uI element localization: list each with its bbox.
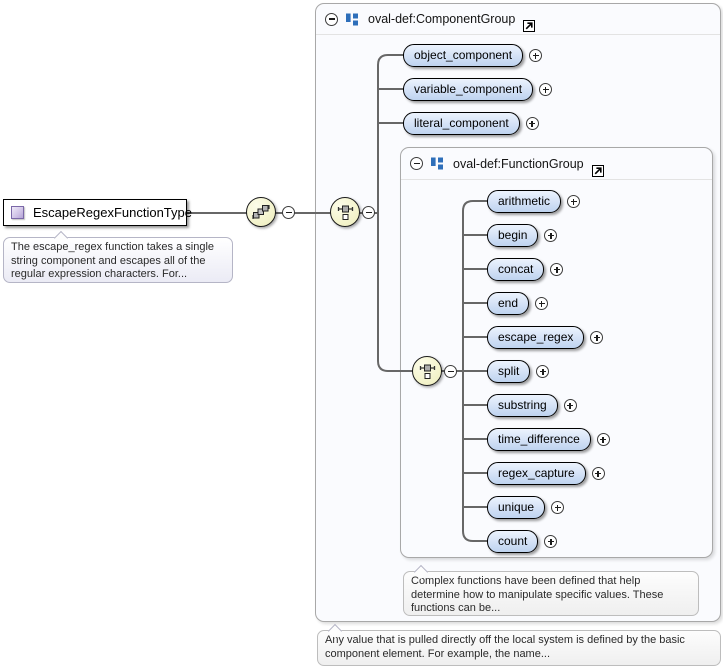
element-row: regex_capture [487, 462, 605, 485]
collapse-icon[interactable] [444, 365, 457, 378]
element-variable-component[interactable]: variable_component [403, 78, 534, 101]
arrow-up-right-icon [525, 22, 533, 30]
element-count[interactable]: count [487, 530, 539, 553]
component-group-header: oval-def:ComponentGroup [316, 4, 720, 35]
element-arithmetic[interactable]: arithmetic [487, 190, 562, 213]
element-row: unique [487, 496, 565, 519]
element-row: variable_component [403, 78, 553, 101]
element-row: split [487, 360, 550, 383]
expand-icon[interactable] [529, 49, 543, 62]
element-escape-regex[interactable]: escape_regex [487, 326, 585, 349]
expand-icon[interactable] [544, 229, 558, 242]
sequence-icon [252, 205, 270, 219]
element-split[interactable]: split [487, 360, 531, 383]
element-row: end [487, 292, 549, 315]
function-group-annotation: Complex functions have been defined that… [403, 564, 699, 616]
element-row: escape_regex [487, 326, 604, 349]
element-end[interactable]: end [487, 292, 530, 315]
choice-icon [419, 364, 435, 379]
expand-icon[interactable] [550, 263, 564, 276]
collapse-icon[interactable] [282, 206, 295, 219]
choice-compositor[interactable] [330, 197, 360, 227]
element-unique[interactable]: unique [487, 496, 546, 519]
expand-icon[interactable] [536, 365, 550, 378]
collapse-icon[interactable] [325, 12, 338, 26]
root-element-label: EscapeRegexFunctionType [33, 205, 192, 220]
root-annotation: The escape_regex function takes a single… [3, 230, 233, 283]
function-group-box: oval-def:FunctionGroup [400, 147, 713, 558]
root-element-escaperegexfunctiontype[interactable]: EscapeRegexFunctionType [3, 199, 192, 226]
expand-icon[interactable] [563, 399, 577, 412]
element-row: count [487, 530, 558, 553]
element-row: concat [487, 258, 564, 281]
function-group-title: oval-def:FunctionGroup [453, 156, 584, 171]
element-substring[interactable]: substring [487, 394, 558, 417]
element-time-difference[interactable]: time_difference [487, 428, 591, 451]
element-begin[interactable]: begin [487, 224, 539, 247]
component-group-annotation: Any value that is pulled directly off th… [317, 623, 721, 666]
element-row: substring [487, 394, 577, 417]
model-group-icon [431, 157, 443, 170]
element-row: begin [487, 224, 558, 247]
expand-icon[interactable] [544, 535, 558, 548]
function-group-header: oval-def:FunctionGroup [401, 148, 712, 180]
collapse-icon[interactable] [410, 157, 423, 170]
element-row: time_difference [487, 428, 610, 451]
expand-icon[interactable] [567, 195, 581, 208]
collapse-icon[interactable] [362, 206, 375, 219]
element-literal-component[interactable]: literal_component [403, 112, 520, 135]
jump-to-definition-icon[interactable] [523, 20, 536, 32]
element-concat[interactable]: concat [487, 258, 545, 281]
expand-icon[interactable] [591, 467, 605, 480]
expand-icon[interactable] [596, 433, 610, 446]
expand-icon[interactable] [539, 83, 553, 96]
expand-icon[interactable] [590, 331, 604, 344]
arrow-up-right-icon [594, 166, 602, 174]
component-group-title: oval-def:ComponentGroup [368, 12, 516, 26]
expand-icon[interactable] [535, 297, 549, 310]
model-group-icon [346, 13, 358, 25]
element-regex-capture[interactable]: regex_capture [487, 462, 586, 485]
element-row: object_component [403, 44, 543, 67]
element-row: arithmetic [487, 190, 581, 213]
expand-icon[interactable] [525, 117, 539, 130]
complex-type-icon [11, 206, 24, 219]
element-object-component[interactable]: object_component [403, 44, 524, 67]
sequence-compositor[interactable] [246, 197, 276, 227]
choice-compositor[interactable] [412, 356, 442, 386]
choice-icon [337, 205, 353, 220]
jump-to-definition-icon[interactable] [591, 164, 604, 177]
expand-icon[interactable] [551, 501, 565, 514]
element-row: literal_component [403, 112, 539, 135]
